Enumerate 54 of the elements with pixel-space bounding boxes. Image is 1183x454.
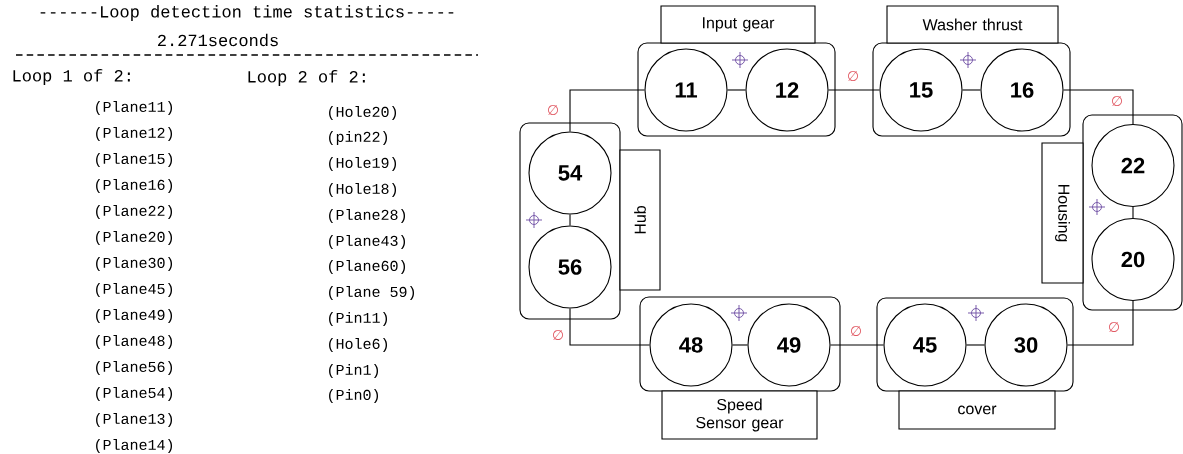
list-item: (Plane43) — [329, 235, 405, 249]
node-label: cover — [958, 405, 997, 415]
edge-label: ∅ — [551, 329, 565, 341]
edge-label: ∅ — [1107, 321, 1121, 333]
list-item: (Pin11) — [329, 312, 387, 326]
list-item: (Plane20) — [96, 231, 172, 245]
list-item: (Plane16) — [96, 179, 172, 193]
list-item: (Plane 59) — [329, 286, 414, 300]
list-item: (Plane30) — [96, 257, 172, 271]
list-item: (Plane28) — [329, 209, 405, 223]
node-label: Speed Sensor gear — [696, 398, 784, 432]
node-label: Housing — [1055, 184, 1070, 242]
list-item: (Plane13) — [96, 413, 172, 427]
list-item: (Plane49) — [96, 309, 172, 323]
list-item: (Pin0) — [329, 389, 378, 403]
connector-line — [966, 344, 985, 346]
list-item: (Hole20) — [329, 106, 396, 120]
list-item: (Hole6) — [329, 338, 387, 352]
connector-line — [962, 89, 981, 91]
loop-heading: Loop 1 of 2: — [13, 69, 130, 85]
edge-label: ∅ — [1110, 95, 1124, 107]
list-item: (Plane60) — [329, 260, 405, 274]
node-label: Washer thrust — [922, 18, 1023, 31]
connector-line — [828, 89, 880, 91]
connector-line — [732, 344, 748, 346]
list-item: (Plane14) — [96, 439, 172, 453]
list-item: (Hole18) — [329, 183, 396, 197]
edge-label: ∅ — [849, 325, 863, 337]
list-item: (Pin1) — [329, 364, 378, 378]
list-item: (Plane48) — [96, 335, 172, 349]
connector-line — [1067, 300, 1134, 346]
list-item: (pin22) — [329, 131, 387, 145]
list-item: (Plane15) — [96, 153, 172, 167]
connector-line — [569, 214, 571, 226]
connector-line — [569, 308, 650, 346]
edge-label: ∅ — [846, 70, 860, 82]
list-item: (Plane45) — [96, 283, 172, 297]
node-label: Hub — [634, 206, 646, 234]
connector-line — [830, 344, 884, 346]
connector-line — [727, 89, 746, 91]
loop-heading: Loop 2 of 2: — [248, 70, 365, 86]
time-value: 2.271seconds — [158, 33, 278, 47]
list-item: (Plane56) — [96, 361, 172, 375]
connector-line — [1063, 89, 1134, 125]
list-item: (Hole19) — [329, 157, 396, 171]
list-item: (Plane11) — [96, 101, 172, 115]
node-label: Input gear — [703, 17, 775, 32]
title: ------Loop detection time statistics----- — [40, 5, 454, 21]
list-item: (Plane12) — [96, 127, 172, 141]
edge-label: ∅ — [546, 104, 560, 116]
list-item: (Plane54) — [96, 387, 172, 401]
connector-line — [1132, 206, 1134, 219]
connector-line — [569, 89, 645, 132]
list-item: (Plane22) — [96, 205, 172, 219]
